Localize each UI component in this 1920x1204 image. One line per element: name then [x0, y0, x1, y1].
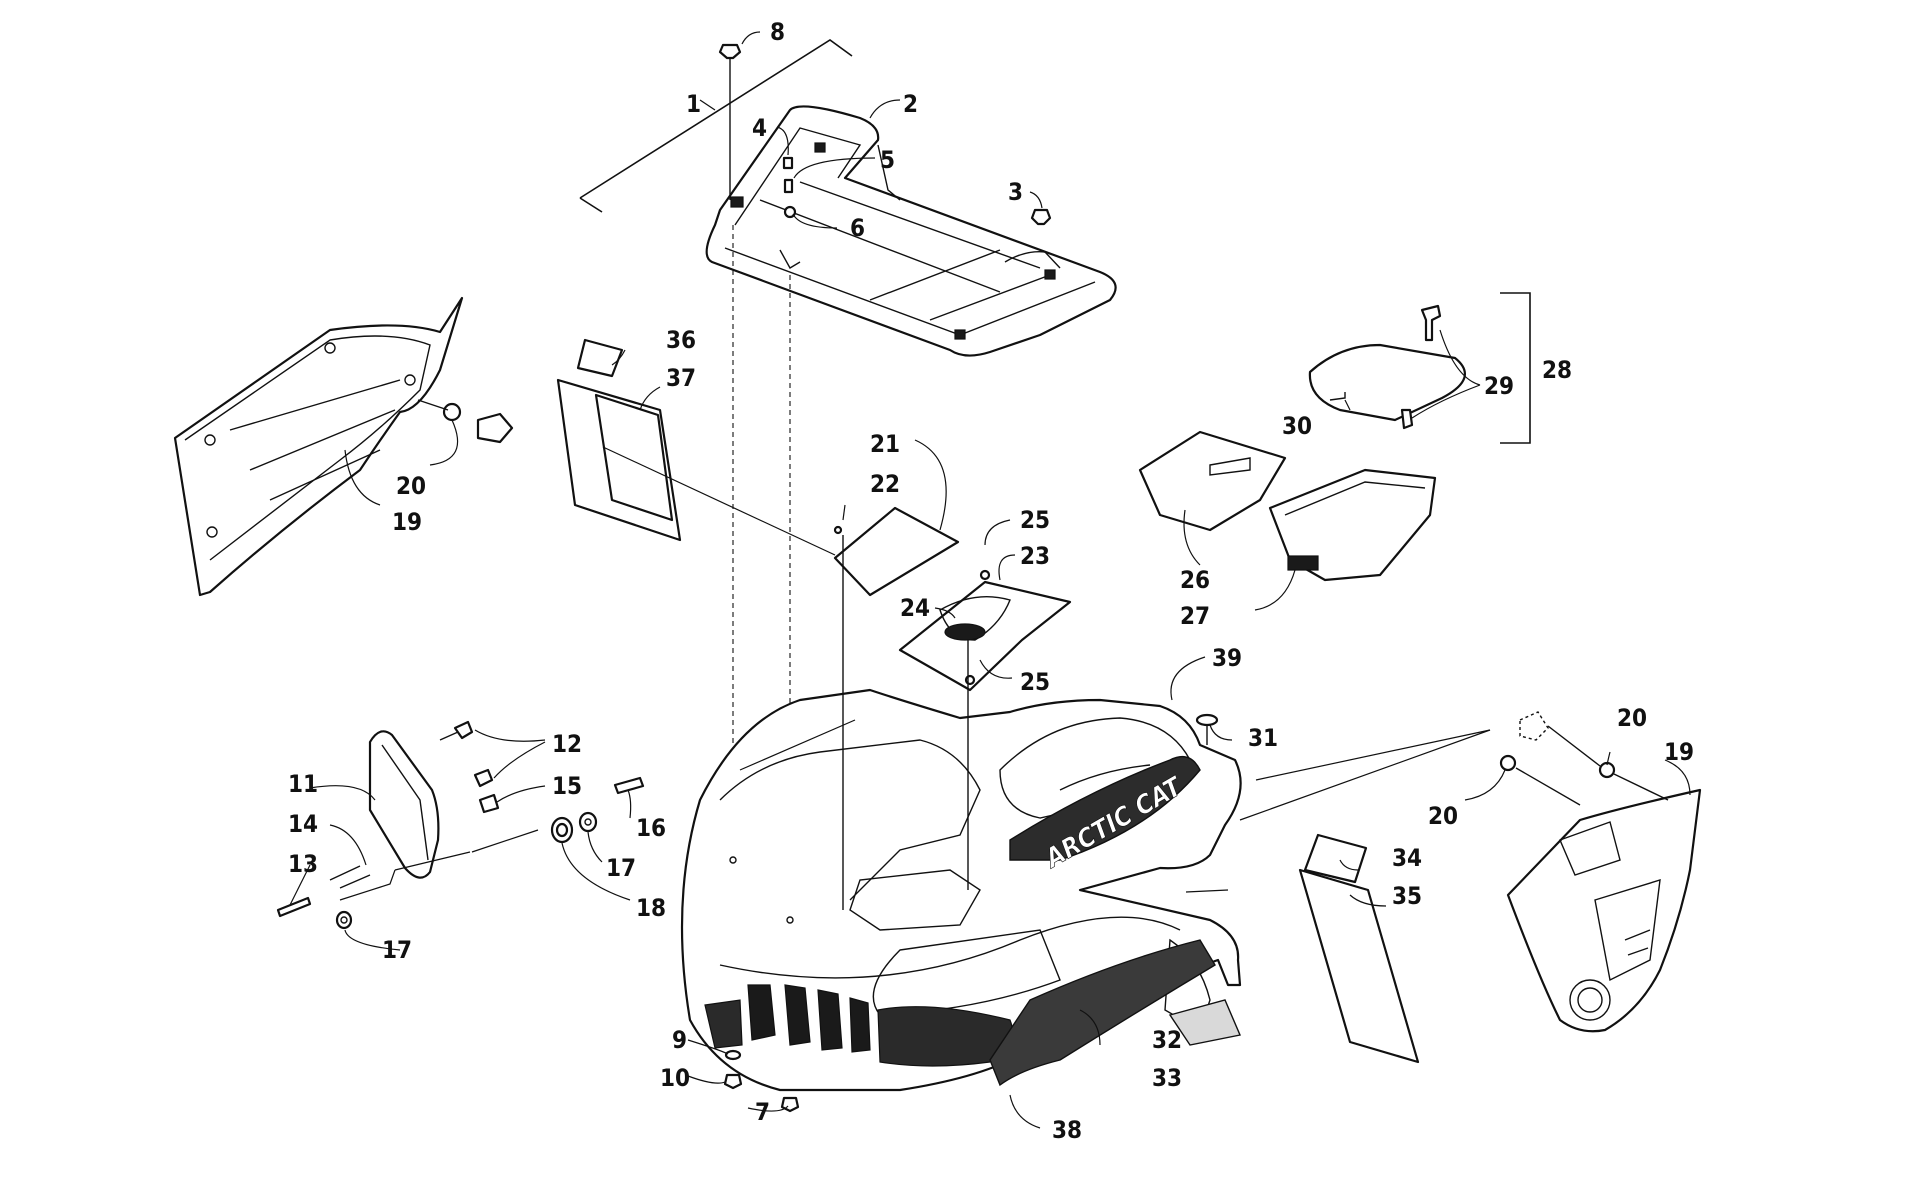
fender-flap-32	[1168, 999, 1241, 1046]
callout-32: 32	[1152, 1026, 1182, 1054]
callout-34: 34	[1392, 844, 1422, 872]
screw-12-mid	[473, 768, 494, 788]
callout-14: 14	[288, 810, 318, 838]
washer-9	[724, 1049, 742, 1061]
spacer-5	[783, 178, 794, 194]
panel-23	[898, 569, 1072, 692]
callout-16: 16	[636, 814, 666, 842]
callout-24: 24	[900, 594, 930, 622]
grommet-18	[550, 816, 574, 844]
callout-8: 8	[770, 18, 785, 46]
callout-2: 2	[903, 90, 918, 118]
callout-4: 4	[752, 114, 767, 142]
decal-37	[594, 393, 674, 522]
callout-25-top: 25	[1020, 506, 1050, 534]
cover-plate-21	[833, 506, 960, 597]
callout-26: 26	[1180, 566, 1210, 594]
washer-17-right	[578, 811, 598, 833]
storage-lid-26	[1138, 430, 1287, 532]
bolt-4	[782, 156, 794, 170]
screw-12-top	[453, 720, 474, 740]
spring-14	[329, 865, 371, 889]
callout-25-bottom: 25	[1020, 668, 1050, 696]
callout-6: 6	[850, 214, 865, 242]
callout-15: 15	[552, 772, 582, 800]
callout-13: 13	[288, 850, 318, 878]
washer-17-left	[335, 910, 353, 930]
callout-3: 3	[1008, 178, 1023, 206]
callout-7: 7	[755, 1098, 770, 1126]
assembly-1-bracket	[579, 39, 853, 199]
assembly-28-bracket	[1500, 292, 1531, 444]
callout-31: 31	[1248, 724, 1278, 752]
nut-3	[1030, 208, 1052, 226]
grommet-20-left	[417, 399, 514, 444]
front-rack	[705, 105, 1117, 357]
front-fender-body: ARCTIC CAT	[680, 688, 1242, 1092]
callout-9: 9	[672, 1026, 687, 1054]
headlight-11	[368, 730, 440, 879]
decal-35	[1298, 868, 1420, 1064]
callout-18: 18	[636, 894, 666, 922]
adjuster-13	[276, 896, 312, 918]
callout-36: 36	[666, 326, 696, 354]
rivet-22	[833, 525, 843, 535]
leader-lines	[289, 31, 1691, 1129]
callout-19-left: 19	[392, 508, 422, 536]
callout-19-right: 19	[1664, 738, 1694, 766]
callout-28: 28	[1542, 356, 1572, 384]
callout-20-right-top: 20	[1617, 704, 1647, 732]
callout-17-right: 17	[606, 854, 636, 882]
washer-6	[783, 205, 797, 219]
latch-29-bottom	[1400, 408, 1414, 430]
callout-37: 37	[666, 364, 696, 392]
bolt-16	[613, 776, 645, 795]
callout-11: 11	[288, 770, 318, 798]
storage-cover-30	[1308, 343, 1466, 422]
callout-12: 12	[552, 730, 582, 758]
nut-15	[478, 793, 500, 814]
callout-29: 29	[1484, 372, 1514, 400]
callout-labels: 1 2 3 4 5 6 7 8 9 10 11 12 13 14 15 16 1…	[288, 18, 1694, 1144]
callout-5: 5	[880, 146, 895, 174]
callout-23: 23	[1020, 542, 1050, 570]
callout-27: 27	[1180, 602, 1210, 630]
plug-31	[1195, 713, 1219, 745]
bolt-8	[718, 43, 742, 200]
storage-box-27	[1268, 468, 1437, 582]
right-side-panel	[1506, 788, 1702, 1033]
callout-20-left: 20	[396, 472, 426, 500]
callout-38: 38	[1052, 1116, 1082, 1144]
callout-22: 22	[870, 470, 900, 498]
callout-35: 35	[1392, 882, 1422, 910]
callout-21: 21	[870, 430, 900, 458]
decal-34	[1303, 833, 1368, 884]
grommet-20-right-b	[1515, 711, 1669, 806]
nut-10	[723, 1073, 743, 1090]
callout-33: 33	[1152, 1064, 1182, 1092]
latch-29-top	[1420, 304, 1442, 342]
callout-30: 30	[1282, 412, 1312, 440]
callout-10: 10	[660, 1064, 690, 1092]
callout-17-left: 17	[382, 936, 412, 964]
callout-39: 39	[1212, 644, 1242, 672]
grommet-20-right-a	[1499, 754, 1517, 772]
left-side-panel	[173, 296, 464, 597]
decal-36	[576, 338, 624, 378]
callout-1: 1	[686, 90, 701, 118]
callout-20-right-mid: 20	[1428, 802, 1458, 830]
